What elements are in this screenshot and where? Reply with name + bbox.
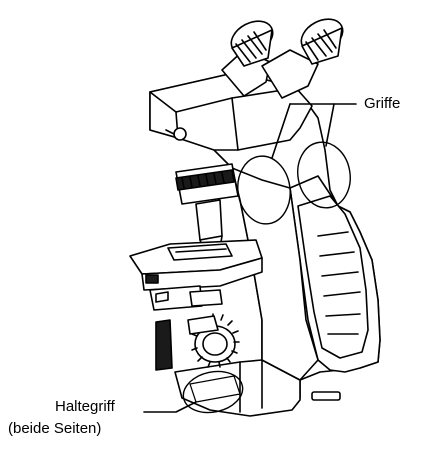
- griffe-label: Griffe: [364, 95, 400, 113]
- haltegriff-sub-label: (beide Seiten): [8, 420, 101, 438]
- haltegriff-label: Haltegriff: [55, 398, 115, 416]
- focus-knobs: [156, 314, 239, 370]
- stage: [130, 240, 262, 310]
- griffe-leader-to-right: [326, 104, 334, 146]
- nosepiece: [176, 164, 238, 250]
